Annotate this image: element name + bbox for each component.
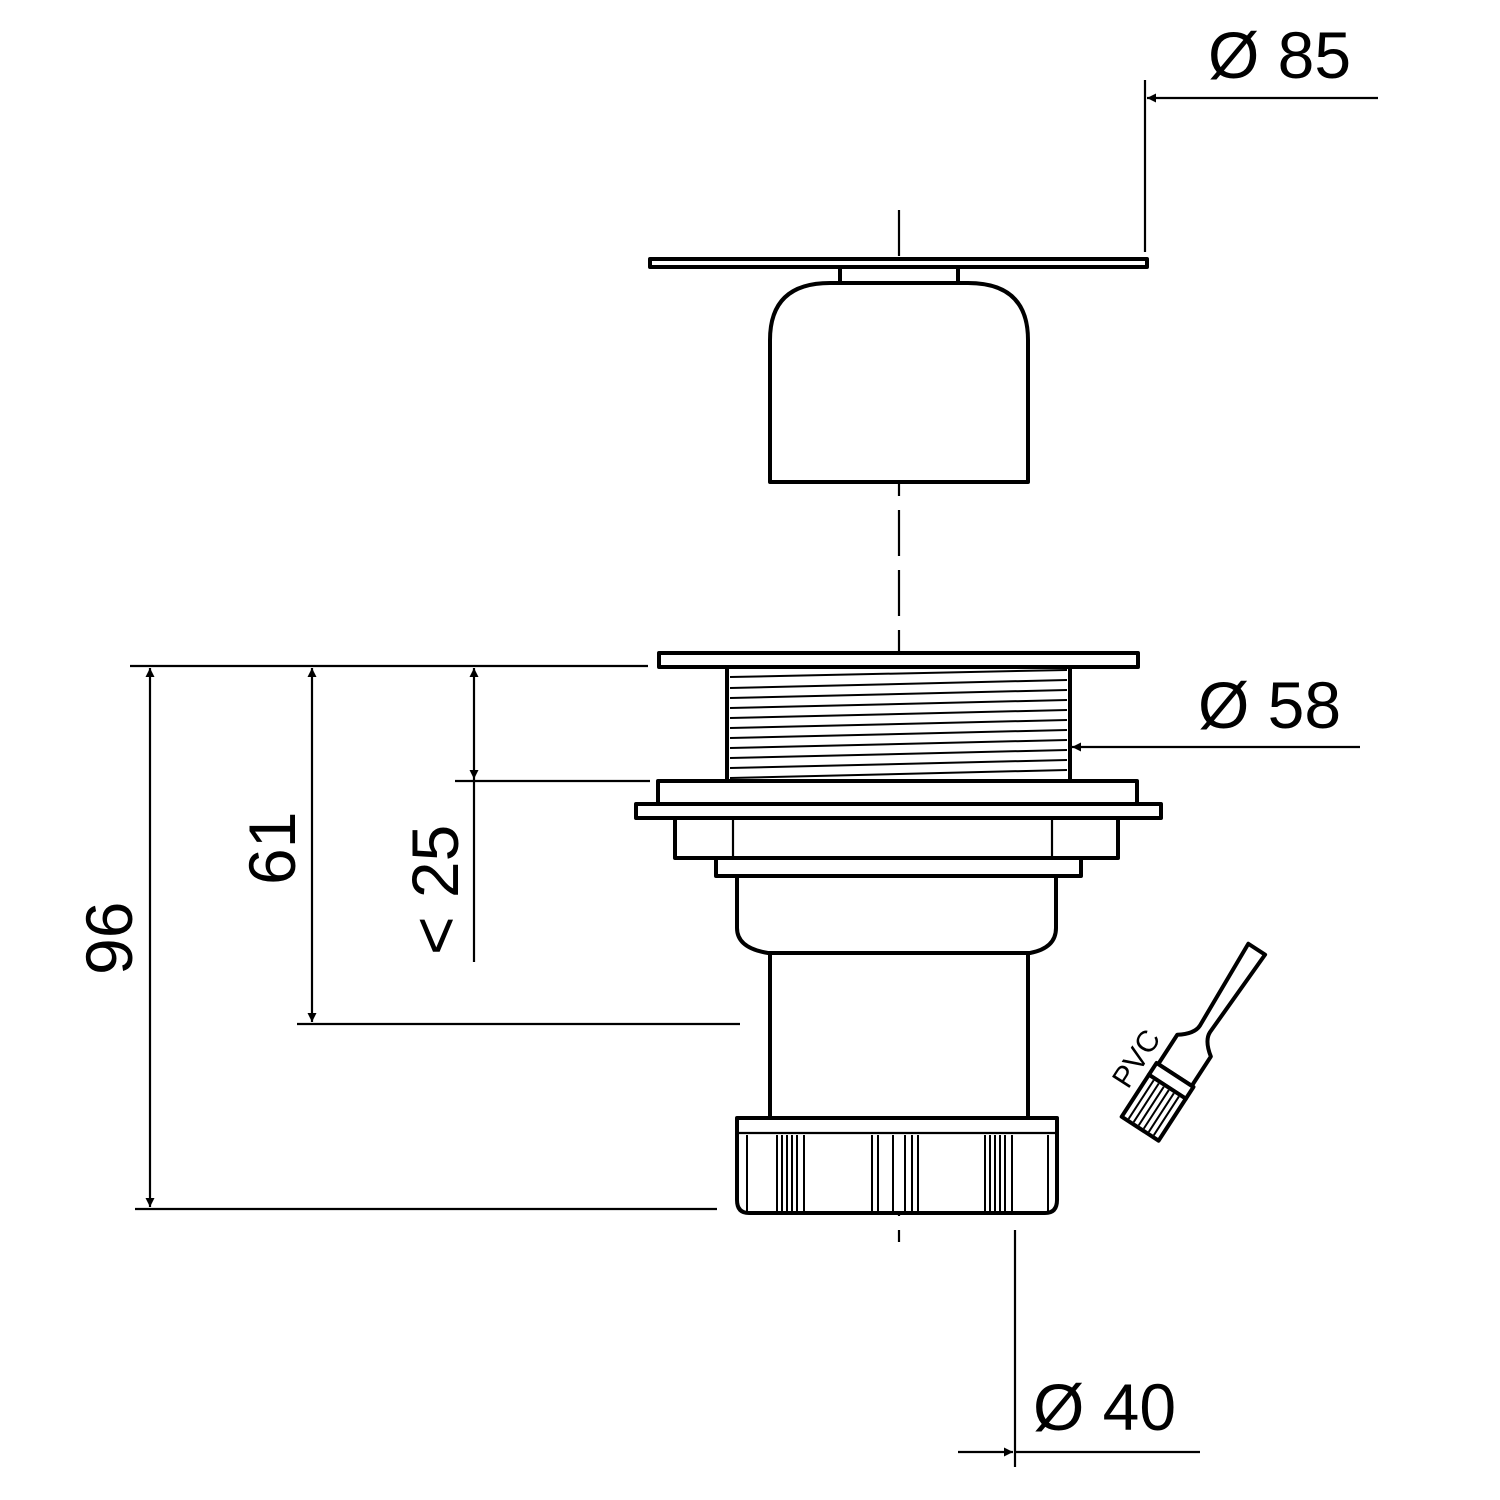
pvc-brush-icon (1119, 941, 1268, 1143)
dimension-cap-diameter: Ø 85 (1143, 18, 1378, 252)
dimension-max-thickness: < 25 (398, 668, 479, 962)
dimension-label-25: < 25 (398, 825, 472, 955)
dimension-thread-diameter: Ø 58 (1072, 668, 1360, 752)
dimension-body-height: 61 (235, 668, 317, 1022)
dimension-label-58: Ø 58 (1198, 668, 1341, 742)
nut-grip-ribs (746, 1135, 1049, 1211)
drain-body (634, 651, 1163, 1215)
plug-cap (648, 257, 1149, 484)
dimension-label-96: 96 (72, 902, 146, 975)
thread-lines (729, 669, 1068, 779)
dimension-label-85: Ø 85 (1208, 18, 1351, 92)
dimension-label-40: Ø 40 (1033, 1370, 1176, 1444)
dimension-total-height: 96 (72, 668, 155, 1207)
dimension-outlet-diameter: Ø 40 (958, 1230, 1200, 1467)
dimension-label-61: 61 (235, 812, 309, 885)
